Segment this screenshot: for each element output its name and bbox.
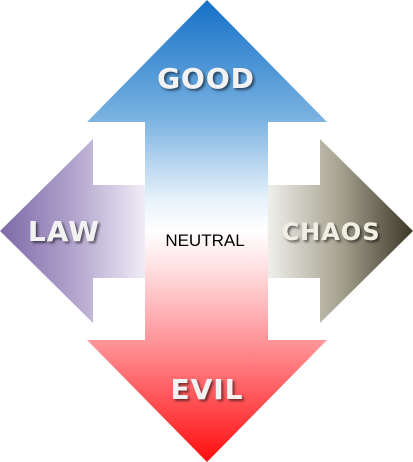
good-evil-arrow — [87, 0, 327, 462]
chaos-arrow — [268, 139, 413, 323]
neutral-label: NEUTRAL — [165, 231, 244, 250]
chaos-label: CHAOS — [282, 218, 381, 246]
good-label: GOOD — [157, 62, 255, 95]
evil-label: EVIL — [170, 373, 243, 406]
law-label: LAW — [28, 215, 100, 248]
law-arrow — [0, 139, 145, 323]
